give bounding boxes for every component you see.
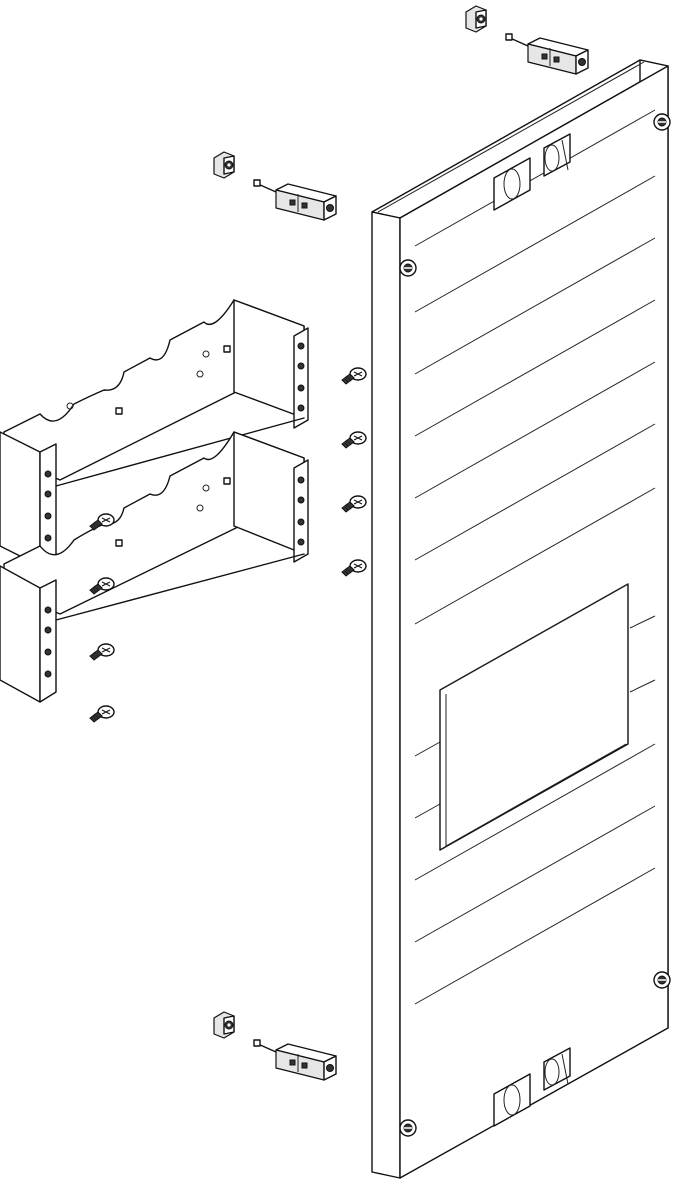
panel-fastener-top-left xyxy=(399,259,417,277)
top-slot-right xyxy=(543,133,571,177)
top-slot-left xyxy=(493,157,531,211)
panel-fastener-bottom-left xyxy=(399,1119,417,1137)
bottom-slot-left xyxy=(493,1073,531,1127)
panel-fastener-top-right xyxy=(653,113,671,131)
bottom-slot-right xyxy=(543,1047,571,1091)
mounting-bracket-lower xyxy=(0,431,309,703)
panel-grooves xyxy=(414,109,656,1005)
clamp-assembly-middle xyxy=(213,151,337,221)
panel-fastener-bottom-right xyxy=(653,971,671,989)
screws-right-column xyxy=(341,367,367,577)
mounting-bracket-upper xyxy=(0,299,309,567)
clamp-assembly-bottom xyxy=(213,1011,337,1081)
clamp-assembly-top xyxy=(465,5,589,75)
panel-window-cutout xyxy=(439,583,629,851)
front-cover-panel xyxy=(371,59,671,1179)
